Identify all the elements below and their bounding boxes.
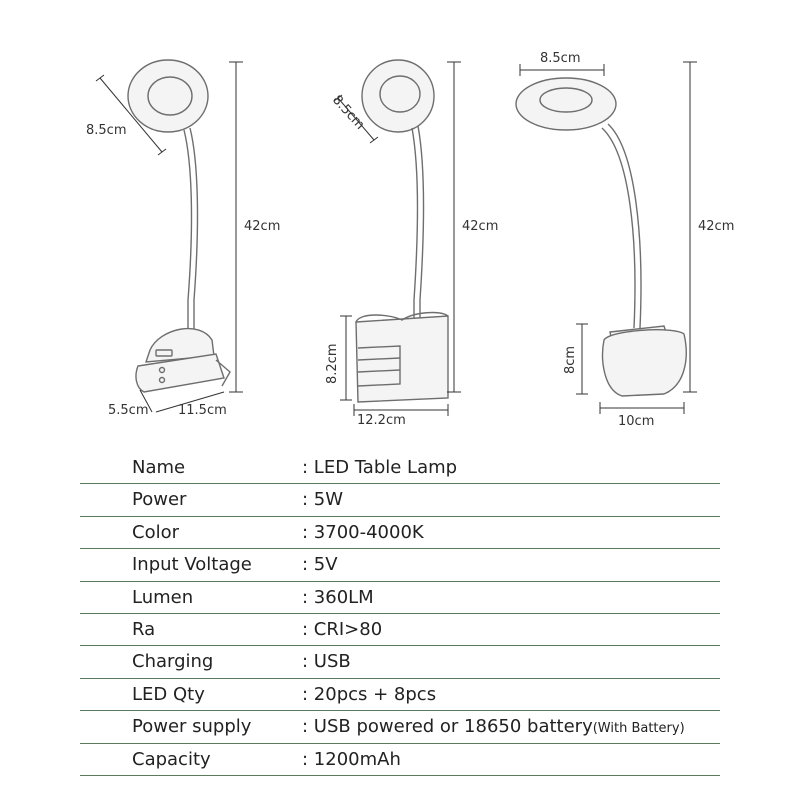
spec-value: : 5W xyxy=(302,489,344,511)
clip-lamp-head-dim: 8.5cm xyxy=(86,123,127,138)
spec-table: Name : LED Table Lamp Power : 5W Color :… xyxy=(80,452,720,776)
spec-value: : 360LM xyxy=(302,586,374,608)
spec-label: Name xyxy=(132,457,186,478)
spec-row-power-supply: Power supply : USB powered or 18650 batt… xyxy=(80,711,720,744)
spec-value: : 3700-4000K xyxy=(302,521,424,543)
spec-row-ra: Ra : CRI>80 xyxy=(80,614,720,647)
spec-row-name: Name : LED Table Lamp xyxy=(80,452,720,485)
spec-label: Power supply xyxy=(132,716,252,738)
clip-lamp-clip-width-dim: 5.5cm xyxy=(108,403,149,418)
spec-row-led-qty: LED Qty : 20pcs + 8pcs xyxy=(80,679,720,712)
spec-row-charging: Charging : USB xyxy=(80,646,720,679)
pen-holder-lamp-base-width-dim: 12.2cm xyxy=(357,413,406,428)
spec-label: Input Voltage xyxy=(132,554,252,576)
spec-label: Lumen xyxy=(132,586,194,608)
spec-row-power: Power : 5W xyxy=(80,484,720,517)
spec-row-color: Color : 3700-4000K xyxy=(80,517,720,550)
pen-holder-lamp-height-dim: 42cm xyxy=(462,219,498,234)
round-base-lamp-height-dim: 42cm xyxy=(698,219,734,234)
pen-holder-lamp-drawing: 8.5cm 42cm 8.2cm 12.2cm xyxy=(325,59,498,428)
spec-value: : LED Table Lamp xyxy=(302,457,458,478)
clip-lamp-height-dim: 42cm xyxy=(244,219,280,234)
spec-value: : USB powered or 18650 battery(With Batt… xyxy=(302,716,685,737)
spec-value: : 5V xyxy=(302,554,338,576)
spec-value: : 1200mAh xyxy=(302,748,401,770)
spec-value: : USB xyxy=(302,651,351,673)
lamp-dimension-diagrams: 8.5cm 42cm 5.5cm 11.5cm 8.5cm 42cm 8.2cm… xyxy=(86,51,734,429)
spec-value-text: : USB powered or 18650 battery xyxy=(302,716,593,738)
spec-label: Capacity xyxy=(132,748,211,770)
spec-value-note: (With Battery) xyxy=(592,721,685,737)
round-base-lamp-base-width-dim: 10cm xyxy=(618,414,654,429)
spec-value: : CRI>80 xyxy=(302,618,383,640)
spec-value: : 20pcs + 8pcs xyxy=(302,683,437,705)
round-base-lamp-drawing: 8.5cm 42cm 8cm 10cm xyxy=(515,51,734,429)
pen-holder-lamp-base-height-dim: 8.2cm xyxy=(325,344,340,385)
spec-label: LED Qty xyxy=(132,683,205,705)
spec-label: Power xyxy=(132,489,187,511)
spec-label: Charging xyxy=(132,651,214,673)
spec-row-capacity: Capacity : 1200mAh xyxy=(80,744,720,776)
round-base-lamp-base-height-dim: 8cm xyxy=(563,346,578,374)
spec-label: Color xyxy=(132,521,179,543)
clip-lamp-drawing: 8.5cm 42cm 5.5cm 11.5cm xyxy=(86,59,280,418)
round-base-lamp-head-dim: 8.5cm xyxy=(540,51,581,66)
spec-label: Ra xyxy=(132,618,156,640)
spec-row-input-voltage: Input Voltage : 5V xyxy=(80,549,720,582)
spec-row-lumen: Lumen : 360LM xyxy=(80,582,720,614)
clip-lamp-clip-length-dim: 11.5cm xyxy=(178,403,227,418)
